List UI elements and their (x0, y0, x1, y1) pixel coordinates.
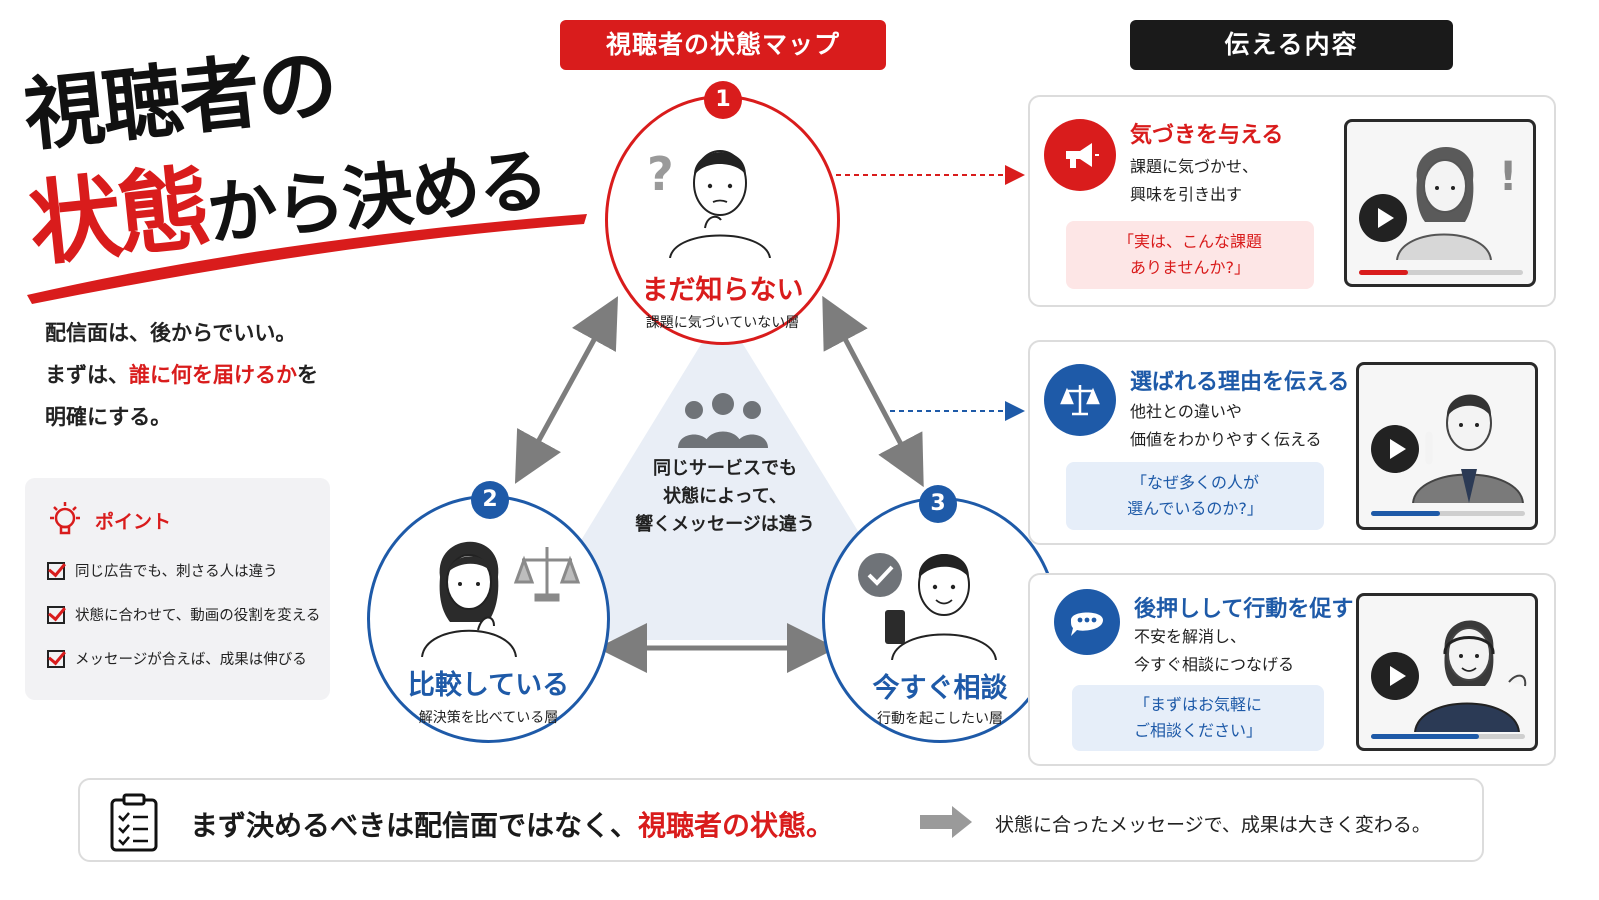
chat-bubble-icon (1054, 589, 1120, 655)
play-button[interactable] (1371, 425, 1419, 473)
point-item-text: メッセージが合えば、成果は伸びる (75, 652, 307, 668)
card-quote-3: 「まずはお気軽にご相談ください」 (1072, 685, 1324, 751)
people-group-icon (678, 393, 768, 448)
banner-sub-text: 状態に合ったメッセージで、成果は大きく変わる。 (995, 814, 1431, 836)
point-item-text: 同じ広告でも、刺さる人は違う (75, 564, 278, 580)
point-title: ポイント (95, 510, 172, 533)
lightbulb-icon (50, 502, 80, 535)
lead-line3: 明確にする。 (45, 405, 172, 429)
card-title-3: 後押しして行動を促す (1134, 597, 1354, 622)
play-button[interactable] (1371, 652, 1419, 700)
right-arrow-icon (920, 806, 972, 838)
card-desc-2: 他社との違いや 価値をわかりやすく伝える (1130, 398, 1322, 454)
center-triangle (520, 310, 925, 640)
state-circle-1 (605, 95, 840, 345)
arrow-1-3 (822, 295, 924, 488)
banner-main-pre: まず決めるべきは配信面ではなく、 (190, 809, 639, 842)
convey-title: 伝える内容 (1130, 20, 1453, 70)
card-title-2: 選ばれる理由を伝える (1130, 370, 1350, 395)
state-number-1: 1 (704, 81, 742, 119)
confused-person-illustration: ? (647, 147, 771, 258)
point-item: メッセージが合えば、成果は伸びる (47, 648, 307, 669)
state-number-3: 3 (919, 485, 957, 523)
state-sub-2: 解決策を比べている層 (418, 710, 559, 726)
card-desc-1: 課題に気づかせ、 興味を引き出す (1130, 153, 1258, 209)
card-quote-2: 「なぜ多くの人が選んでいるのか?」 (1066, 462, 1324, 530)
video-progress-bar[interactable] (1371, 511, 1525, 516)
lead-highlight: 誰に何を届けるか (129, 363, 297, 387)
card-title-1: 気づきを与える (1130, 123, 1284, 148)
quote-line: ありませんか?」 (1129, 258, 1250, 277)
message-card-1: 気づきを与える 課題に気づかせ、 興味を引き出す 「実は、こんな課題ありませんか… (1028, 95, 1556, 307)
play-button[interactable] (1359, 194, 1407, 242)
woman-thinking-illustration: ! (1396, 146, 1517, 260)
lead-line1: 配信面は、後からでいい。 (45, 321, 297, 345)
center-message-line: 響くメッセージは違う (635, 514, 815, 535)
video-progress-fill (1359, 270, 1409, 275)
point-header: ポイント (45, 500, 171, 540)
comparing-woman-illustration (421, 541, 581, 657)
svg-text:?: ? (647, 147, 674, 201)
center-message-line: 同じサービスでも (653, 458, 797, 479)
lead-line2-post: を (297, 363, 318, 387)
card-quote-1: 「実は、こんな課題ありませんか?」 (1066, 221, 1314, 289)
card-desc-line: 興味を引き出す (1130, 185, 1243, 204)
lead-line2-pre: まずは、 (45, 363, 129, 387)
center-message-line: 状態によって、 (663, 486, 787, 507)
video-thumbnail-1[interactable]: ! (1344, 119, 1536, 287)
checkbox-icon (47, 605, 65, 624)
card-desc-line: 課題に気づかせ、 (1130, 157, 1259, 176)
card-desc-line: 今すぐ相談につなげる (1134, 655, 1295, 674)
message-card-2: 選ばれる理由を伝える 他社との違いや 価値をわかりやすく伝える 「なぜ多くの人が… (1028, 340, 1556, 545)
center-message: 同じサービスでも 状態によって、 響くメッセージは違う (610, 455, 840, 539)
lead-text: 配信面は、後からでいい。 まずは、誰に何を届けるかを 明確にする。 (45, 312, 318, 438)
point-item: 状態に合わせて、動画の役割を変える (47, 604, 320, 625)
video-progress-bar[interactable] (1359, 270, 1523, 275)
point-item-text: 状態に合わせて、動画の役割を変える (75, 608, 321, 624)
scale-icon (1044, 364, 1116, 436)
point-item: 同じ広告でも、刺さる人は違う (47, 560, 278, 581)
video-thumbnail-2[interactable] (1356, 362, 1538, 530)
banner-main-text: まず決めるべきは配信面ではなく、視聴者の状態。 (190, 804, 834, 844)
quote-line: 「なぜ多くの人が (1130, 473, 1259, 492)
message-card-3: 後押しして行動を促す 不安を解消し、 今すぐ相談につなげる 「まずはお気軽にご相… (1028, 573, 1556, 766)
card-desc-line: 価値をわかりやすく伝える (1130, 430, 1322, 449)
video-progress-bar[interactable] (1371, 734, 1525, 739)
bottom-banner: まず決めるべきは配信面ではなく、視聴者の状態。 状態に合ったメッセージで、成果は… (78, 778, 1484, 862)
banner-highlight: 視聴者の状態。 (638, 809, 835, 842)
checkbox-icon (47, 649, 65, 668)
video-progress-fill (1371, 734, 1479, 739)
megaphone-icon (1044, 119, 1116, 191)
quote-line: ご相談ください」 (1133, 721, 1262, 740)
scale-illustration (513, 547, 581, 602)
video-thumbnail-3[interactable] (1356, 593, 1538, 751)
map-title: 視聴者の状態マップ (560, 20, 886, 70)
phone-man-illustration (858, 553, 997, 660)
state-circle-3 (822, 497, 1058, 743)
card-desc-line: 不安を解消し、 (1134, 627, 1247, 646)
svg-text:!: ! (1499, 154, 1517, 200)
state-label-1: まだ知らない (641, 275, 804, 306)
quote-line: 「まずはお気軽に (1133, 695, 1262, 714)
quote-line: 「実は、こんな課題 (1117, 232, 1262, 251)
lead-line2: まずは、誰に何を届けるかを (45, 354, 318, 396)
state-sub-3: 行動を起こしたい層 (877, 711, 1003, 727)
checkbox-icon (47, 561, 65, 580)
state-number-2: 2 (471, 481, 509, 519)
businessman-illustration (1412, 394, 1524, 503)
state-sub-1: 課題に気づいていない層 (645, 315, 800, 331)
red-underline-swoosh (27, 214, 587, 304)
arrow-1-2 (514, 296, 619, 484)
support-agent-illustration (1414, 620, 1527, 732)
state-label-2: 比較している (407, 670, 570, 701)
point-box: ポイント 同じ広告でも、刺さる人は違う 状態に合わせて、動画の役割を変える メッ… (25, 478, 330, 700)
clipboard-checklist-icon (110, 793, 158, 852)
state-label-3: 今すぐ相談 (872, 673, 1008, 704)
quote-line: 選んでいるのか?」 (1127, 499, 1263, 518)
card-desc-line: 他社との違いや (1130, 402, 1242, 421)
card-desc-3: 不安を解消し、 今すぐ相談につなげる (1134, 623, 1294, 679)
video-progress-fill (1371, 511, 1441, 516)
check-bubble-icon (858, 553, 902, 597)
